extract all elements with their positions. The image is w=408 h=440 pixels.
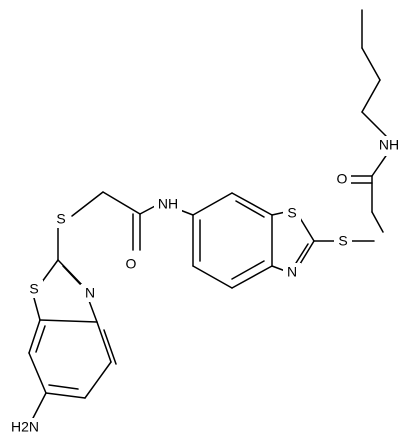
thioether2-sulfur-label: S (338, 233, 347, 249)
bond (231, 260, 265, 280)
bond (361, 47, 381, 81)
bond (102, 191, 141, 215)
bond (371, 211, 384, 233)
bond (299, 240, 315, 265)
bond (192, 265, 233, 289)
bond (192, 192, 233, 216)
bond (235, 200, 265, 218)
amide1-oxygen-label: O (126, 256, 137, 272)
bond (231, 265, 273, 289)
bond (45, 392, 86, 399)
bond (299, 217, 315, 242)
ring1-sulfur-label: S (29, 281, 38, 297)
amide1-nh-label: NH (158, 196, 178, 212)
bond (96, 321, 112, 363)
bond (361, 79, 381, 113)
bond (62, 265, 81, 285)
ring2-sulfur-label: S (287, 205, 296, 221)
amide2-oxygen-label: O (337, 171, 348, 187)
bond (48, 384, 79, 390)
bond (295, 243, 309, 264)
amide2-nh-label: NH (379, 137, 399, 153)
bond (35, 325, 46, 353)
ring1-nitrogen-label: N (85, 285, 95, 301)
bond (39, 319, 98, 323)
amine-label: H2N (11, 419, 39, 435)
bond (28, 352, 47, 394)
bond (103, 329, 117, 365)
bond (71, 191, 104, 217)
bond (33, 297, 41, 321)
bond (231, 192, 273, 216)
bond (28, 319, 41, 354)
bond-lines (28, 9, 391, 421)
bond (84, 361, 112, 399)
thioether1-sulfur-label: S (56, 211, 65, 227)
bond (31, 392, 47, 421)
atom-labels: H2N S N S O NH S N S O NH (7, 136, 404, 436)
bond (361, 111, 387, 137)
bond (179, 209, 194, 216)
ring2-nitrogen-label: N (287, 264, 297, 280)
